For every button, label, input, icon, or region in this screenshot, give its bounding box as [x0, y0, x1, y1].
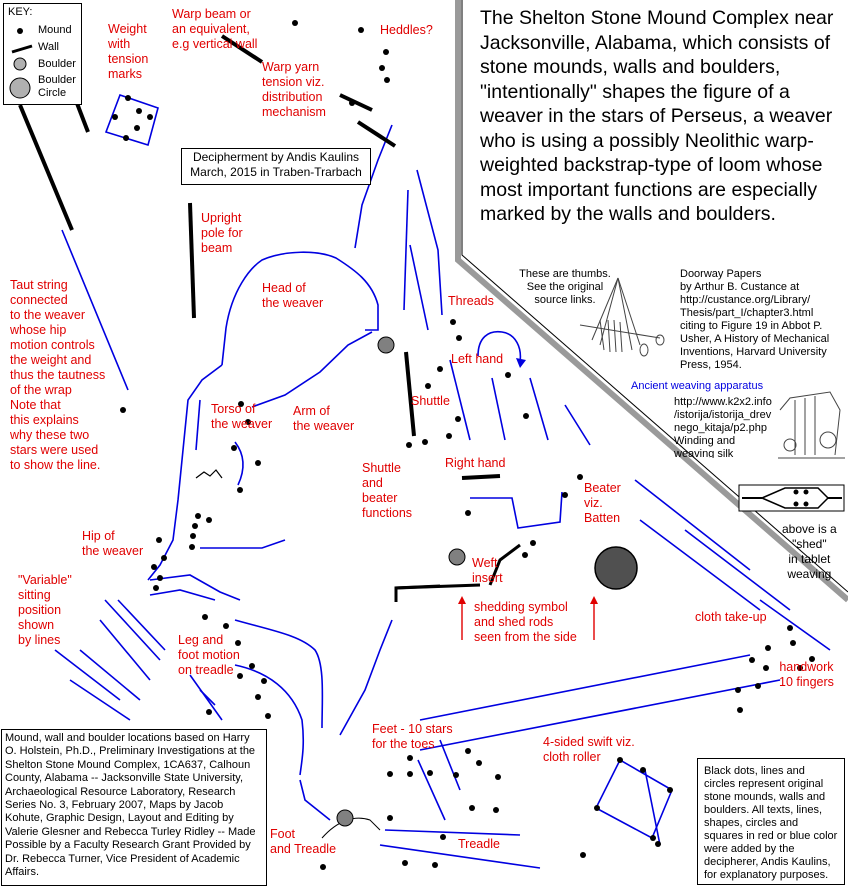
weaving-apparatus-thumbnail	[778, 391, 845, 459]
label-hip: Hip of the weaver	[82, 529, 144, 558]
label-threads: Threads	[448, 294, 494, 308]
loom-thumbnail	[579, 277, 665, 357]
key-mound-label: Mound	[38, 24, 72, 36]
label-taut-string: Taut string connected to the weaver whos…	[10, 278, 106, 472]
label-handwork: handwork 10 fingers	[779, 660, 834, 689]
label-swift: 4-sided swift viz. cloth roller	[543, 735, 635, 764]
label-shedding: shedding symbol and shed rods seen from …	[474, 600, 577, 644]
label-treadle: Treadle	[458, 837, 500, 851]
source-citation: Mound, wall and boulder locations based …	[1, 729, 267, 886]
key-icons	[9, 28, 33, 99]
boulder-circle-icon	[13, 57, 27, 71]
label-foot-treadle: Foot and Treadle	[270, 827, 337, 856]
mounds	[112, 20, 815, 870]
main-title: The Shelton Stone Mound Complex near Jac…	[480, 7, 834, 225]
label-warp-beam: Warp beam or an equivalent, e.g vertical…	[172, 7, 258, 51]
label-feet: Feet - 10 stars for the toes	[372, 722, 453, 751]
doorway-source: Doorway Papers by Arthur B. Custance at …	[680, 268, 830, 371]
red-arrows	[458, 596, 598, 640]
shed-note: above is a "shed" in tablet weaving	[782, 522, 837, 581]
label-arm: Arm of the weaver	[293, 404, 355, 433]
credit-box: Decipherment by Andis Kaulins March, 201…	[181, 148, 371, 185]
ancient-weaving-source: http://www.k2x2.info /istorija/istorija_…	[674, 396, 772, 458]
label-cloth-takeup: cloth take-up	[695, 610, 767, 624]
mound-dot-icon	[17, 28, 23, 34]
label-beater: Beater viz. Batten	[584, 481, 621, 525]
label-upright-pole: Upright pole for beam	[201, 211, 243, 255]
label-shuttle: Shuttle	[411, 394, 450, 408]
label-weight-tension: Weight with tension marks	[108, 22, 149, 81]
label-warp-yarn: Warp yarn tension viz. distribution mech…	[262, 60, 326, 119]
label-heddles: Heddles?	[380, 23, 433, 37]
label-left-hand: Left hand	[451, 352, 504, 366]
title-frame	[455, 0, 848, 603]
boulder-circle-large-icon	[9, 77, 31, 99]
boulders	[336, 336, 638, 827]
key-wall-label: Wall	[38, 41, 59, 53]
key-title: KEY:	[8, 6, 33, 18]
scribble-mark	[195, 469, 223, 479]
label-leg-foot: Leg and foot motion on treadle	[178, 633, 240, 677]
thumbs-note: These are thumbs. See the original sourc…	[519, 268, 611, 306]
ancient-weaving-title: Ancient weaving apparatus	[631, 380, 764, 392]
label-weft: Weft insert	[472, 556, 503, 585]
shed-diagram	[738, 484, 845, 512]
label-torso: Torso of the weaver	[211, 402, 273, 431]
key-legend: KEY: Mound Wall Boulder Boulder Circle	[3, 3, 82, 105]
key-boulder-circle-label: Boulder Circle	[38, 74, 76, 99]
key-boulder-label: Boulder	[38, 58, 76, 70]
legend-note: Black dots, lines and circles represent …	[697, 758, 845, 885]
label-shuttle-beater: Shuttle and beater functions	[362, 461, 413, 520]
label-right-hand: Right hand	[445, 456, 506, 470]
blue-guide-lines	[54, 93, 840, 869]
label-variable: "Variable" sitting position shown by lin…	[18, 573, 72, 647]
wall-line-icon	[11, 44, 33, 54]
label-head: Head of the weaver	[262, 281, 324, 310]
